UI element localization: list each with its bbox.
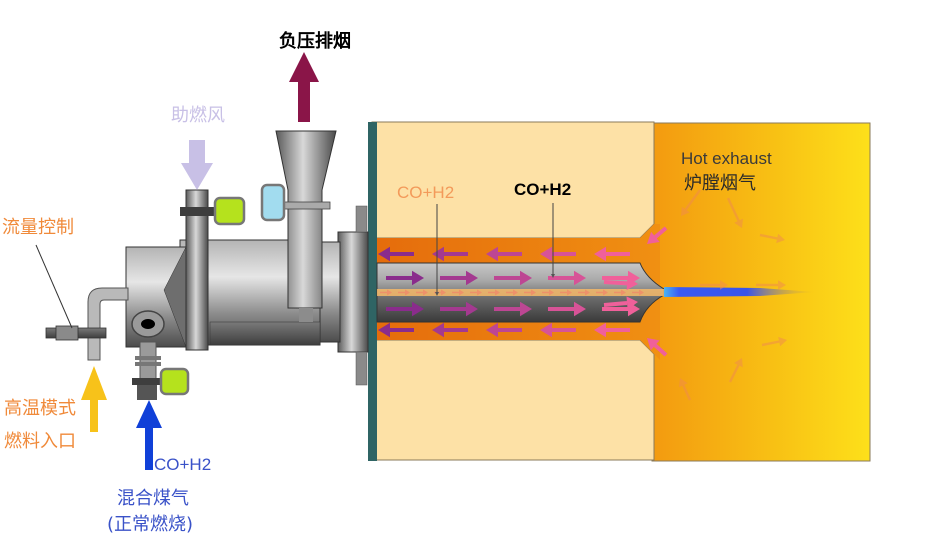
gas-flow-arrow xyxy=(548,301,586,317)
mixed-gas-label: 混合煤气 xyxy=(117,488,189,509)
gas-flow-arrow xyxy=(440,270,478,286)
exhaust-flow-arrow xyxy=(486,246,522,262)
gas-arrow-icon xyxy=(136,400,162,470)
exhaust-flow-arrow xyxy=(378,322,414,338)
core-flow-arrow xyxy=(488,289,500,296)
furnace-circulation-arrow xyxy=(700,280,728,290)
core-flow-arrow xyxy=(398,289,410,296)
combustion-air-arrow-icon xyxy=(181,140,213,190)
exhaust-flow-arrow xyxy=(540,246,576,262)
core-flow-arrow xyxy=(416,289,428,296)
negative-pressure-exhaust-label: 负压排烟 xyxy=(279,31,351,52)
hot-exhaust-label-en: Hot exhaust xyxy=(681,149,772,168)
exhaust-sensor[interactable] xyxy=(260,183,286,222)
exhaust-flow-arrow xyxy=(540,322,576,338)
core-flow-arrow xyxy=(632,289,644,296)
flow-control-label: 流量控制 xyxy=(2,217,74,238)
furnace-circulation-arrow xyxy=(726,197,743,228)
fuel-inlet-pipe xyxy=(87,287,129,361)
gas-inlet-clamp2 xyxy=(135,362,161,366)
flame xyxy=(664,287,815,297)
core-flow-arrow xyxy=(380,289,392,296)
high-temp-mode-label: 高温模式 xyxy=(4,398,76,419)
flow-control-valve-body xyxy=(55,325,79,341)
furnace-circulation-arrow xyxy=(678,378,692,401)
exhaust-flow-arrows xyxy=(378,246,630,338)
furnace-wall xyxy=(368,122,377,461)
hot-exhaust-label-cn: 炉膛烟气 xyxy=(684,173,756,194)
furnace-circulation-arrow xyxy=(728,358,743,383)
core-flow-arrow xyxy=(596,289,608,296)
core-flow-arrows xyxy=(380,289,644,296)
exhaust-flow-arrow xyxy=(594,322,630,338)
flow-control-leader xyxy=(35,244,73,329)
exhaust-flow-arrow xyxy=(432,322,468,338)
core-flow-arrow xyxy=(578,289,590,296)
gas-flow-arrow xyxy=(440,301,478,317)
gas-flow-arrow xyxy=(494,301,532,317)
furnace-inflow-arrow xyxy=(647,226,668,244)
refractory-bottom xyxy=(371,339,655,461)
fuel-core xyxy=(377,289,667,296)
gas-flow-arrow xyxy=(548,270,586,286)
furnace-circulation-arrow xyxy=(756,280,786,290)
fuel-arrow-icon xyxy=(81,366,107,432)
flange-bolt-top xyxy=(355,205,368,233)
inner-gas-label: CO+H2 xyxy=(397,183,455,202)
exhaust-flow-arrow xyxy=(594,246,630,262)
exhaust-band xyxy=(279,201,331,210)
furnace-inflow-arrow xyxy=(647,338,668,357)
exhaust-flow-arrow xyxy=(378,246,414,262)
gas-flow-arrow xyxy=(494,270,532,286)
combustion-air-label: 助燃风 xyxy=(171,105,225,126)
exhaust-flow-arrow xyxy=(486,322,522,338)
furnace-circulation-arrow xyxy=(761,336,787,347)
furnace-flow-arrows xyxy=(647,189,787,401)
gas-flow-arrow xyxy=(603,296,638,310)
mixed-gas-formula-label: CO+H2 xyxy=(154,455,212,474)
burner-body-lower xyxy=(209,321,321,346)
gas-sensor[interactable] xyxy=(159,367,190,396)
normal-combustion-label: (正常燃烧) xyxy=(107,514,194,535)
gas-inlet-nozzle xyxy=(137,385,157,400)
exhaust-arrow-icon xyxy=(289,52,319,122)
flange-bolt-bottom xyxy=(355,351,368,386)
gas-inlet-band xyxy=(132,378,166,385)
air-inlet-band xyxy=(180,207,216,216)
furnace-circulation-arrow xyxy=(759,233,785,244)
outer-gas-label: CO+H2 xyxy=(514,180,572,199)
furnace-circulation-arrow xyxy=(681,189,702,216)
core-flow-arrow xyxy=(452,289,464,296)
gas-inlet-hole xyxy=(141,319,155,329)
core-flow-arrow xyxy=(542,289,554,296)
exhaust-stack xyxy=(275,130,337,309)
refractory-top xyxy=(371,121,655,239)
core-flow-arrow xyxy=(506,289,518,296)
fuel-inlet-label: 燃料入口 xyxy=(4,431,76,452)
core-flow-arrow xyxy=(470,289,482,296)
exhaust-flow-arrow xyxy=(432,246,468,262)
gas-flow-arrow xyxy=(386,270,424,286)
core-flow-arrow xyxy=(560,289,572,296)
exhaust-stack-base xyxy=(299,308,313,322)
burner-flange xyxy=(337,231,369,353)
gas-flow-arrow xyxy=(386,301,424,317)
gas-flow-arrows xyxy=(386,270,640,317)
gas-flow-arrow xyxy=(603,276,638,290)
core-flow-arrow xyxy=(614,289,626,296)
gas-inlet-clamp1 xyxy=(135,356,161,360)
air-sensor[interactable] xyxy=(213,196,246,226)
core-flow-arrow xyxy=(524,289,536,296)
